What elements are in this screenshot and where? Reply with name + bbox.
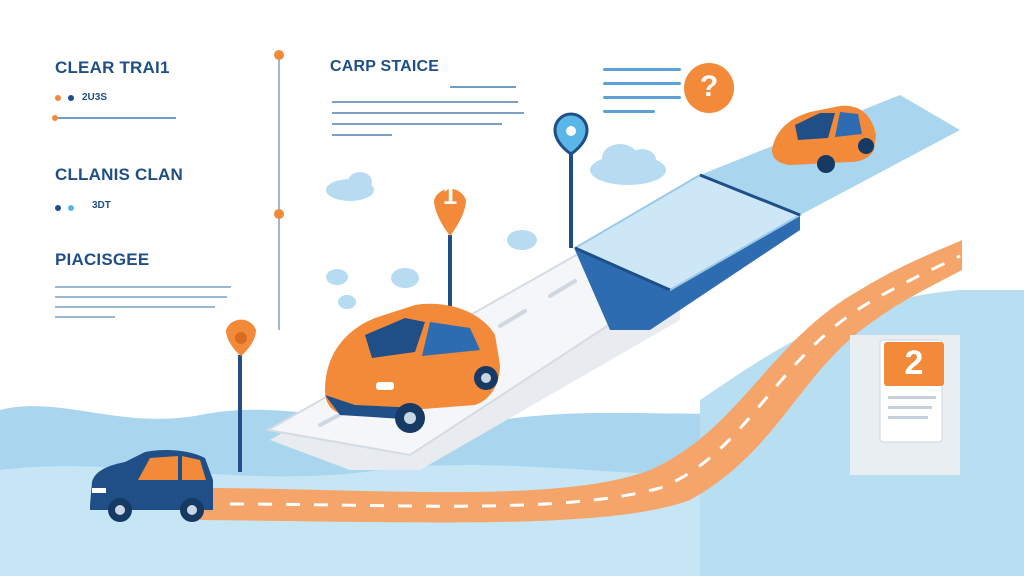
section-title-3: PIACISGEE [55,250,150,269]
car-icon [772,105,876,173]
section-caption-2: 3DT [92,200,111,211]
bullet-dot [68,205,74,211]
info-stripe [603,96,681,99]
paragraph-line [55,286,231,288]
cloud-icon [326,172,374,201]
bullet-dot [68,95,74,101]
rule-dot [52,115,58,121]
section-caption-1: 2U3S [82,92,108,103]
section-rule [58,117,176,119]
paragraph-line [332,134,392,136]
info-stripe [603,82,681,85]
section-title-1: CLEAR TRAI1 [55,58,170,77]
paragraph-line [55,296,227,298]
bridge-divider [574,246,671,292]
document-icon [850,335,960,475]
cloud-icon [590,144,666,185]
location-pin-icon [434,188,466,310]
bridge-divider [699,173,801,217]
center-rule [450,86,516,88]
bullet-dot [55,95,61,101]
step-two-label: 2 [904,344,924,382]
bullet-dot [55,205,61,211]
question-mark-label: ? [699,70,719,103]
paragraph-line [55,306,215,308]
paragraph-line [332,101,518,103]
timeline-dot [274,50,284,60]
orange-road [200,240,962,523]
cloud-icon [326,230,537,309]
timeline-dot [274,209,284,219]
center-title: CARP STAICE [330,58,440,75]
location-pin-icon [226,319,256,472]
paragraph-line [332,112,524,114]
car-icon [90,450,213,522]
location-pin-icon [553,112,589,248]
question-mark-icon [684,63,734,113]
step-one-label: 1 [442,180,458,210]
paragraph-line [55,316,115,318]
info-stripe [603,68,681,71]
car-icon [325,303,500,433]
paragraph-line [332,123,502,125]
info-stripe [603,110,655,113]
orange-road-dashes [229,254,961,508]
section-title-2: CLLANIS CLAN [55,165,183,184]
